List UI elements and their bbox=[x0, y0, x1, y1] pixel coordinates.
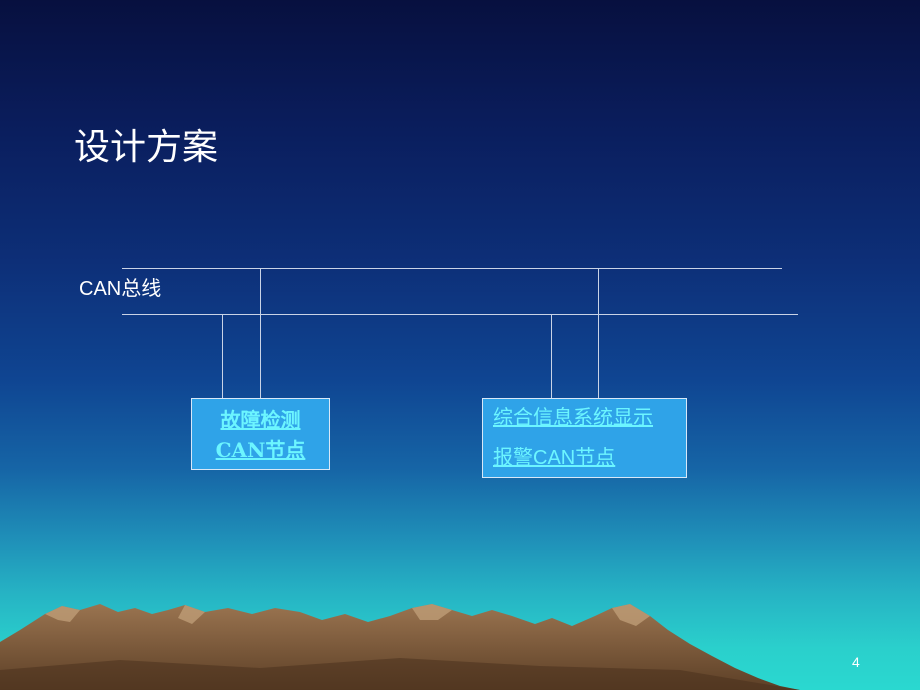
mountain-foothills bbox=[0, 658, 800, 690]
fault-detection-node-link-line1[interactable]: 故障检测 bbox=[220, 408, 301, 432]
mountain-range-graphic bbox=[0, 604, 800, 690]
page-number: 4 bbox=[852, 654, 860, 670]
can-bus-label: CAN总线 bbox=[79, 278, 162, 300]
bus-line-top bbox=[122, 268, 782, 269]
mountain-highlights bbox=[45, 604, 650, 626]
info-display-node-link-line1[interactable]: 综合信息系统显示 bbox=[493, 407, 653, 429]
node1-connector-high bbox=[260, 268, 261, 398]
fault-detection-node-link-line2[interactable]: CAN节点 bbox=[215, 438, 306, 462]
fault-detection-node-box[interactable]: 故障检测 CAN节点 bbox=[191, 398, 330, 470]
node2-connector-low bbox=[551, 314, 552, 398]
bus-line-bottom bbox=[122, 314, 798, 315]
info-display-alarm-node-box[interactable]: 综合信息系统显示 报警CAN节点 bbox=[482, 398, 687, 478]
alarm-node-link-line2[interactable]: 报警CAN节点 bbox=[493, 447, 616, 469]
node2-connector-high bbox=[598, 268, 599, 398]
slide-title: 设计方案 bbox=[74, 127, 219, 168]
node1-connector-low bbox=[222, 314, 223, 398]
